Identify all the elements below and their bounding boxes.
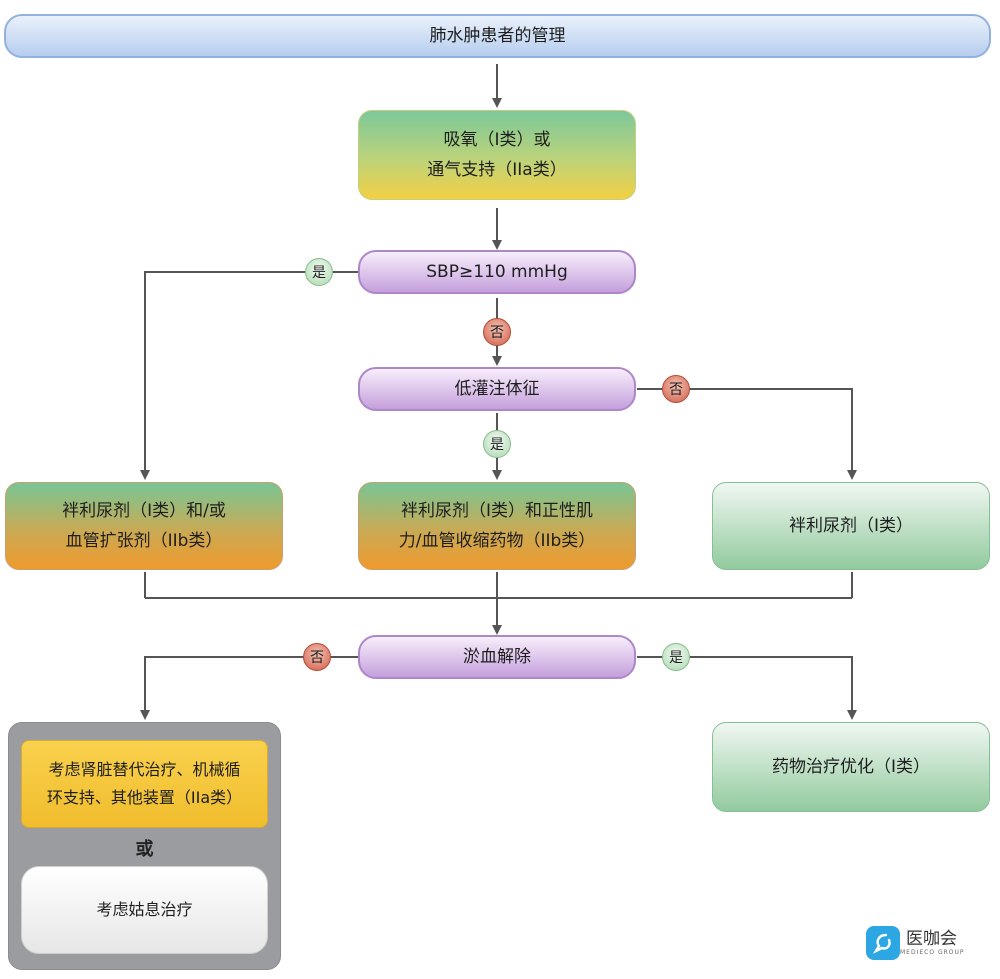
- sbp-decision: SBP≥110 mmHg: [358, 250, 636, 294]
- brand-logo: 医咖会 MEDIECO GROUP: [866, 926, 965, 960]
- optimize-text: 药物治疗优化（I类）: [771, 757, 930, 777]
- yes-badge-hypoperfusion: 是: [483, 430, 511, 458]
- center-treatment-box: 袢利尿剂（I类）和正性肌 力/血管收缩药物（IIb类）: [358, 482, 636, 570]
- congestion-text: 淤血解除: [463, 647, 531, 667]
- logo-subtitle: MEDIECO GROUP: [900, 949, 965, 956]
- hypoperfusion-decision: 低灌注体征: [358, 367, 636, 411]
- hypoperfusion-text: 低灌注体征: [454, 379, 540, 399]
- no-badge-hypoperfusion: 否: [662, 375, 690, 403]
- oxygen-line-1: 吸氧（I类）或: [443, 130, 551, 150]
- congestion-decision: 淤血解除: [358, 635, 636, 679]
- no-badge-congestion: 否: [303, 643, 331, 671]
- renal-support-box: 考虑肾脏替代治疗、机械循 环支持、其他装置（IIa类）: [21, 740, 268, 828]
- page-title: 肺水肿患者的管理: [4, 14, 991, 58]
- right-treatment-text: 袢利尿剂（I类）: [788, 516, 913, 536]
- logo-name: 医咖会: [906, 929, 957, 949]
- left-treatment-box: 袢利尿剂（I类）和/或 血管扩张剂（IIb类）: [5, 482, 283, 570]
- oxygen-line-2: 通气支持（IIa类）: [427, 160, 567, 180]
- left-treatment-line-1: 袢利尿剂（I类）和/或: [62, 501, 226, 521]
- sbp-text: SBP≥110 mmHg: [426, 262, 568, 282]
- yes-badge-congestion: 是: [662, 643, 690, 671]
- center-treatment-line-1: 袢利尿剂（I类）和正性肌: [400, 501, 593, 521]
- no-badge-sbp: 否: [483, 318, 511, 346]
- optimize-box: 药物治疗优化（I类）: [712, 722, 990, 812]
- logo-icon: [866, 926, 900, 960]
- left-treatment-line-2: 血管扩张剂（IIb类）: [65, 531, 223, 551]
- page-title-text: 肺水肿患者的管理: [429, 26, 566, 46]
- oxygen-box: 吸氧（I类）或 通气支持（IIa类）: [358, 110, 636, 200]
- palliative-text: 考虑姑息治疗: [96, 900, 193, 919]
- renal-line-2: 环支持、其他装置（IIa类）: [46, 788, 243, 807]
- or-text: 或: [135, 839, 154, 860]
- palliative-box: 考虑姑息治疗: [21, 866, 268, 954]
- right-treatment-box: 袢利尿剂（I类）: [712, 482, 990, 570]
- center-treatment-line-2: 力/血管收缩药物（IIb类）: [398, 531, 596, 551]
- renal-line-1: 考虑肾脏替代治疗、机械循: [48, 760, 241, 779]
- yes-badge-sbp: 是: [305, 258, 333, 286]
